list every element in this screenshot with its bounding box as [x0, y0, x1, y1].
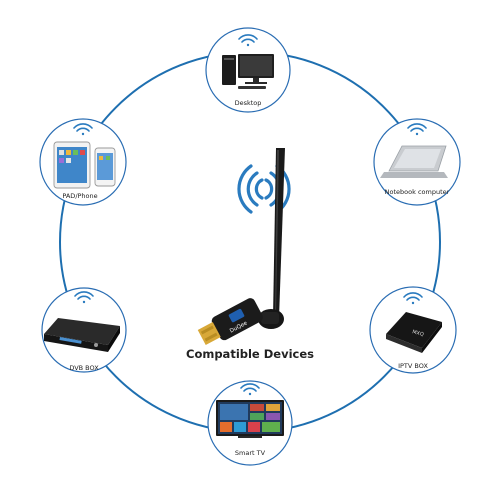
node-label-pad: PAD/Phone — [62, 192, 97, 200]
set-top-box-icon — [44, 318, 120, 352]
wifi-icon — [403, 292, 423, 305]
node-pad: PAD/Phone — [39, 118, 127, 206]
desktop-computer-icon — [222, 54, 274, 89]
node-label-desktop: Desktop — [235, 99, 262, 107]
tablet-phone-icon — [53, 141, 116, 189]
node-label-notebook: Notebook computer — [385, 188, 450, 196]
node-notebook: Notebook computer — [373, 118, 461, 206]
wifi-icon — [407, 123, 427, 136]
node-iptv: MXQ IPTV BOX — [369, 286, 457, 374]
smart-tv-icon — [216, 400, 284, 438]
node-label-dvb: DVB BOX — [69, 364, 99, 372]
node-desktop: Desktop — [205, 27, 291, 113]
wifi-icon — [238, 34, 258, 47]
iptv-box-brand: MXQ — [411, 329, 424, 338]
laptop-icon — [380, 145, 448, 178]
node-label-iptv: IPTV BOX — [398, 362, 428, 370]
node-label-smarttv: Smart TV — [235, 449, 266, 457]
node-dvb: DVB BOX — [41, 287, 127, 373]
node-smarttv: Smart TV — [207, 380, 293, 466]
wifi-icon — [74, 291, 94, 304]
tv-box-icon: MXQ — [386, 312, 442, 353]
wifi-icon — [73, 123, 93, 136]
wifi-icon — [240, 383, 260, 396]
center-caption: Compatible Devices — [186, 347, 314, 361]
wifi-usb-adapter-icon: DuQee — [197, 148, 285, 346]
